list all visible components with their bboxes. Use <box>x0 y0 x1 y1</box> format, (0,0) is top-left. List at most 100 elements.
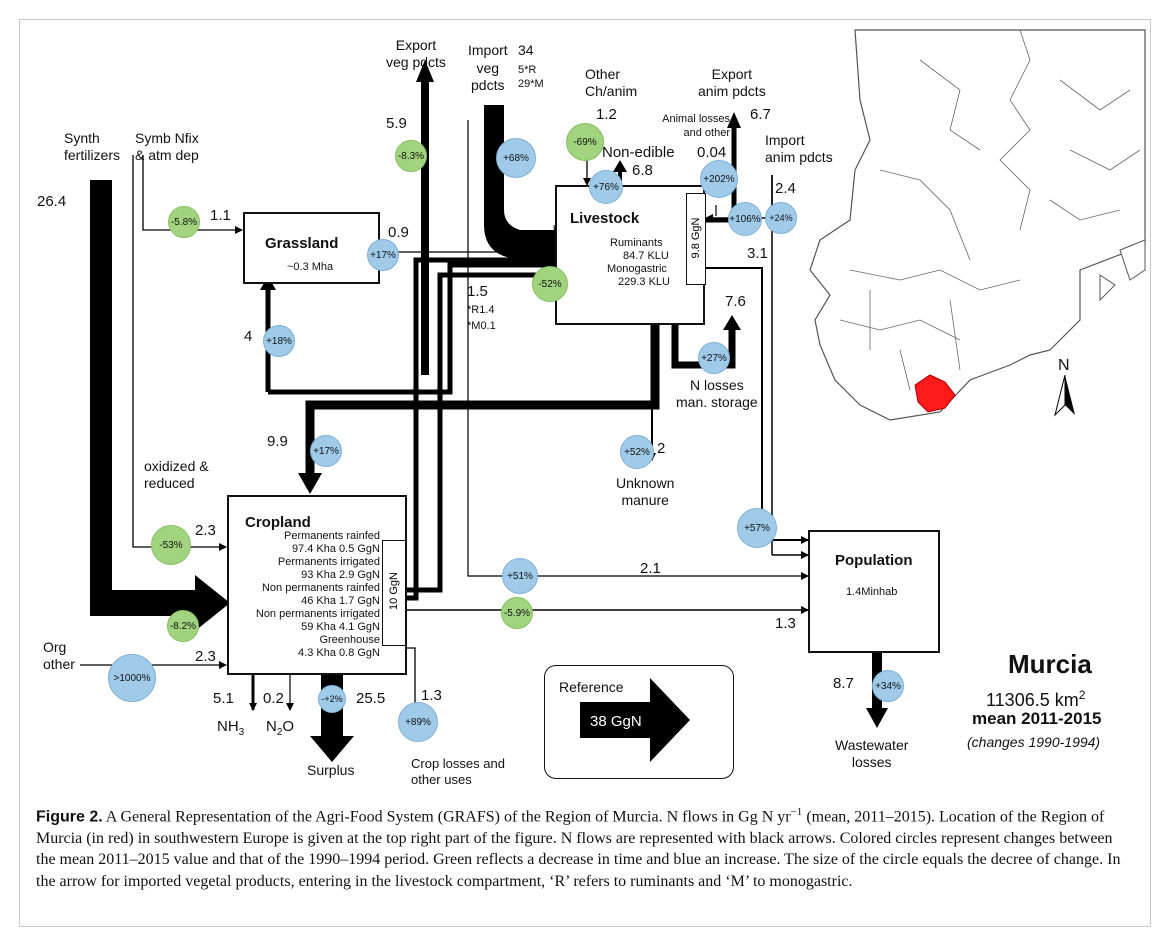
surplus-label: Surplus <box>307 762 355 778</box>
north-label: N <box>1058 357 1070 374</box>
reference-label: Reference <box>559 679 624 695</box>
wastewater-value: 8.7 <box>833 675 854 692</box>
livestock-monogastric: Monogastric <box>607 263 667 275</box>
import-monogastric: 29*M <box>518 78 544 90</box>
feed-ruminants: *R1.4 <box>467 304 495 316</box>
surplus-value: 25.5 <box>356 690 386 707</box>
change-circle-other-ch: -69% <box>566 123 604 161</box>
feed-monogastric: *M0.1 <box>467 320 496 332</box>
non-edible-value: 6.8 <box>632 162 653 179</box>
import-veg-label2: veg pdcts <box>471 60 505 93</box>
change-circle-surplus: -+2% <box>318 685 346 713</box>
non-edible-label: Non-edible <box>602 144 675 161</box>
feed-value: 1.5 <box>467 283 488 300</box>
north-arrow <box>1054 374 1075 417</box>
change-circle-unknown: +52% <box>620 435 654 469</box>
cropland-line-4: 93 Kha 2.9 GgN <box>301 569 380 581</box>
cropland-line-8: 59 Kha 4.1 GgN <box>301 621 380 633</box>
symb-value: 1.1 <box>210 207 231 224</box>
import-veg-arrow <box>484 105 555 258</box>
caption-text-2: (mean, 2011–2015). Location of the Regio… <box>36 808 1121 890</box>
org-value: 2.3 <box>195 648 216 665</box>
crop-losses-value: 1.3 <box>421 687 442 704</box>
change-circle-grass-crop: +18% <box>263 325 295 357</box>
flow-arrows <box>80 29 1146 762</box>
livestock-title: Livestock <box>570 210 640 227</box>
grafs-diagram: Grassland ~0.3 Mha Livestock Ruminants 8… <box>20 20 1150 794</box>
region-changes: (changes 1990-1994) <box>967 734 1101 750</box>
region-area-sup: 2 <box>1078 688 1086 702</box>
org-other-label: Org other <box>43 639 75 672</box>
livestock-monogastric-klu: 229.3 KLU <box>618 276 670 288</box>
n2o-label: N2O <box>266 718 294 741</box>
change-circle-animal-losses: +202% <box>700 160 738 198</box>
import-anim-label: Import anim pdcts <box>765 132 833 165</box>
grassland-area: ~0.3 Mha <box>287 261 334 273</box>
veg-pop-value: 2.1 <box>640 560 661 577</box>
cropland-line-5: Non permanents rainfed <box>261 582 380 594</box>
import-veg-value: 34 <box>518 42 534 58</box>
change-circle-oxidized: -53% <box>151 525 191 565</box>
import-veg-label: Import <box>468 42 508 58</box>
cropland-line-1: Permanents rainfed <box>284 530 380 542</box>
change-circle-crop-pop: -5.9% <box>501 597 533 629</box>
export-veg-label: Export veg pdcts <box>386 37 446 70</box>
n2o-text: N <box>266 718 277 735</box>
change-circle-export-veg: -8.3% <box>395 140 427 172</box>
other-ch-value: 1.2 <box>596 106 617 123</box>
livestock-store <box>686 193 706 285</box>
oxidized-label: oxidized & reduced <box>144 458 209 491</box>
synth-value: 26.4 <box>37 193 67 210</box>
change-circle-livestock-in: +76% <box>589 170 623 204</box>
import-anim-value: 2.4 <box>775 180 796 197</box>
change-circle-synth: -8.2% <box>167 610 199 642</box>
change-circle-manure-storage: +27% <box>698 342 730 374</box>
livestock-box <box>555 185 705 325</box>
livestock-ruminants-klu: 84.7 KLU <box>623 250 669 262</box>
unknown-manure-label: Unknown manure <box>616 475 675 508</box>
nh3-text: NH <box>217 718 239 735</box>
cropland-line-6: 46 Kha 1.7 GgN <box>301 595 380 607</box>
population-title: Population <box>835 552 913 569</box>
grassland-box <box>243 212 380 284</box>
synth-arrow <box>90 180 230 631</box>
symb-label: Symb Nfix & atm dep <box>135 130 199 163</box>
figure-caption: Figure 2. A General Representation of th… <box>36 802 1136 892</box>
export-anim-value: 6.7 <box>750 106 771 123</box>
caption-label: Figure 2. <box>36 808 103 826</box>
change-circle-crop-losses: +89% <box>398 702 438 742</box>
reference-box <box>544 665 734 779</box>
wastewater-label: Wastewater losses <box>835 737 909 770</box>
n2o-end: O <box>282 718 295 735</box>
change-circle-wastewater: +34% <box>872 670 904 702</box>
export-anim-label: Export anim pdcts <box>698 66 766 99</box>
cropland-line-3: Permanents irrigated <box>277 556 380 568</box>
anim-to-pop-value: 3.1 <box>747 245 768 262</box>
cropland-title: Cropland <box>245 514 311 531</box>
grass-crop-value: 4 <box>244 328 253 345</box>
manure-storage-value: 7.6 <box>725 293 746 310</box>
livestock-ruminants: Ruminants <box>610 237 663 249</box>
import-ruminants: 5*R <box>518 64 537 76</box>
nh3-value: 5.1 <box>213 690 234 707</box>
export-veg-value: 5.9 <box>386 115 407 132</box>
change-circle-veg-pop: +51% <box>502 558 538 594</box>
n-losses-label: N losses man. storage <box>676 377 758 410</box>
animal-losses-value: 0.04 <box>697 144 727 161</box>
nh3-sub: 3 <box>238 727 245 738</box>
cropland-line-7: Non permanents irrigated <box>255 608 380 620</box>
change-circle-grass-out: +17% <box>367 239 399 271</box>
change-circle-anim-pop: +57% <box>737 508 777 548</box>
change-circle-manure-crop: +17% <box>310 435 342 467</box>
caption-sup: −1 <box>790 806 803 818</box>
change-circle-import-anim: +24% <box>765 202 797 234</box>
cropland-box <box>227 495 407 675</box>
grassland-title: Grassland <box>265 235 339 252</box>
oxidized-value: 2.3 <box>195 522 216 539</box>
cropland-store <box>382 540 406 646</box>
other-ch-label: Other Ch/anim <box>585 66 638 99</box>
reference-value: 38 GgN <box>590 713 642 730</box>
cropland-line-10: 4.3 Kha 0.8 GgN <box>298 647 380 659</box>
n2o-value: 0.2 <box>263 690 284 707</box>
figure-frame <box>19 19 1151 927</box>
